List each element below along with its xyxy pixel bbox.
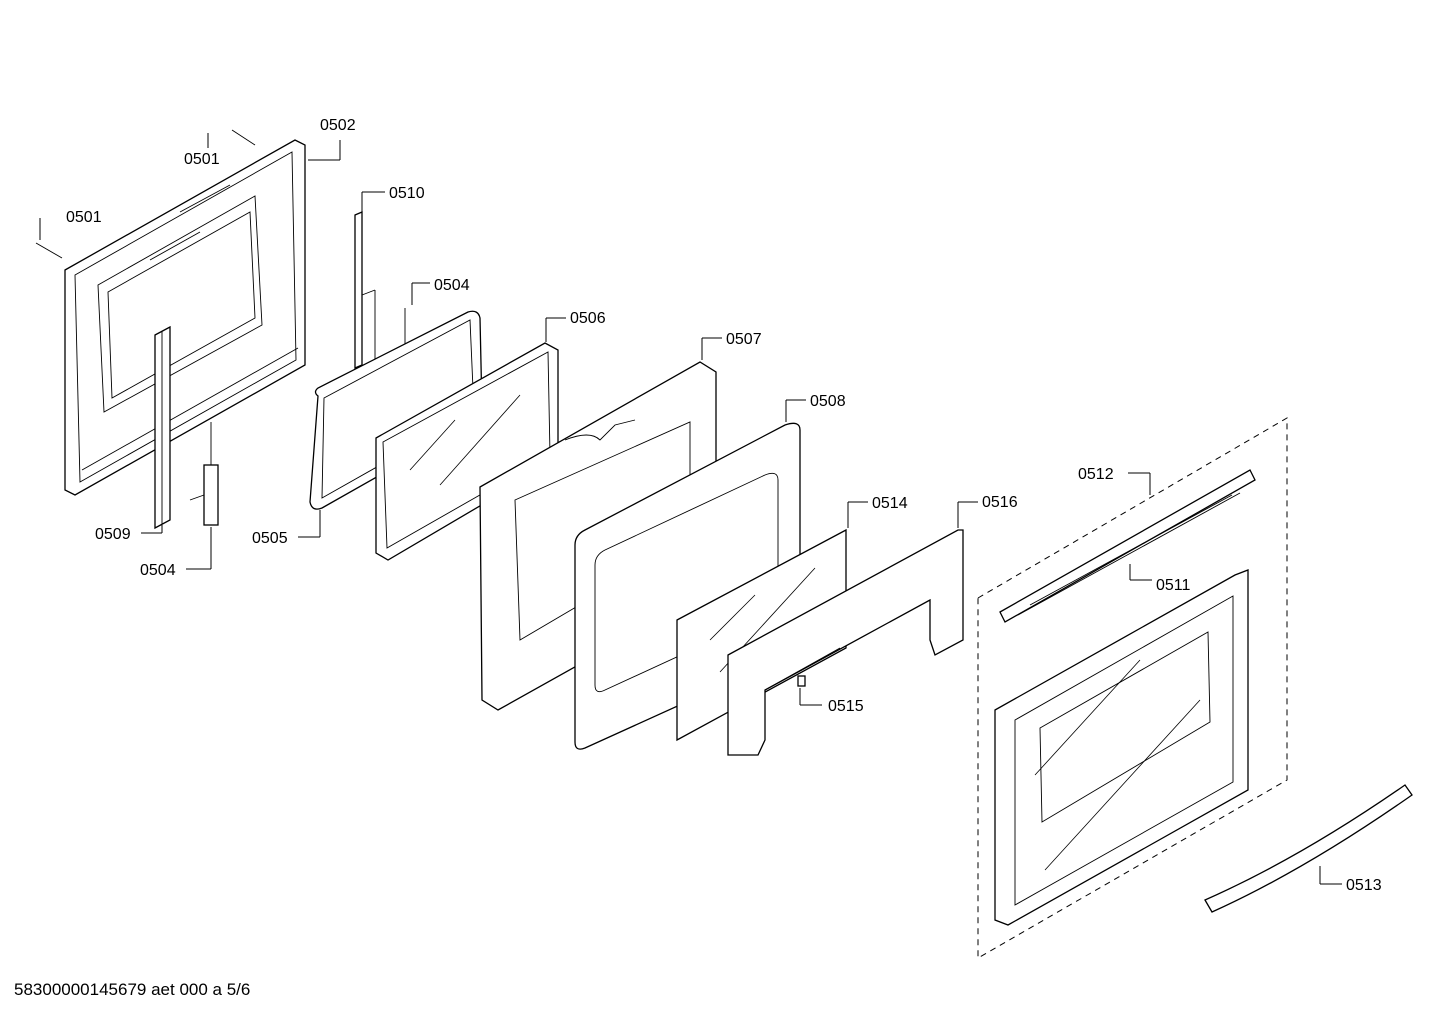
label-0508: 0508: [810, 393, 846, 410]
label-0502: 0502: [320, 117, 356, 134]
outer-door-assembly-boundary: [977, 417, 1288, 959]
part-0516-bracket: [727, 529, 964, 756]
label-0509: 0509: [95, 526, 131, 543]
label-0510: 0510: [389, 185, 425, 202]
part-0512-top-trim: [999, 469, 1256, 623]
part-0509-side-rail: [154, 325, 171, 530]
part-0502-door-frame: [64, 139, 306, 496]
label-0501-left: 0501: [66, 209, 102, 226]
part-0510-rail: [354, 211, 376, 369]
part-0501-pin-left: [35, 242, 63, 259]
part-0513-handle: [1204, 784, 1413, 913]
part-0504-hinge-lower: [189, 422, 219, 526]
label-0504-upper: 0504: [434, 277, 470, 294]
label-0516: 0516: [982, 494, 1018, 511]
label-0504-lower: 0504: [140, 562, 176, 579]
label-0501-top: 0501: [184, 151, 220, 168]
label-0512: 0512: [1078, 466, 1114, 483]
label-0507: 0507: [726, 331, 762, 348]
drawing-reference: 58300000145679 aet 000 a 5/6: [14, 980, 251, 999]
label-0506: 0506: [570, 310, 606, 327]
outer-glass-door: [994, 569, 1249, 926]
part-0515-clip: [797, 675, 806, 687]
leader-lines: [39, 133, 1342, 885]
label-0515: 0515: [828, 698, 864, 715]
part-0501-pin-top: [231, 129, 256, 146]
part-0511-bar: [1029, 494, 1233, 606]
label-0511: 0511: [1156, 577, 1191, 594]
label-0505: 0505: [252, 530, 288, 547]
label-0513: 0513: [1346, 877, 1382, 894]
label-0514: 0514: [872, 495, 908, 512]
